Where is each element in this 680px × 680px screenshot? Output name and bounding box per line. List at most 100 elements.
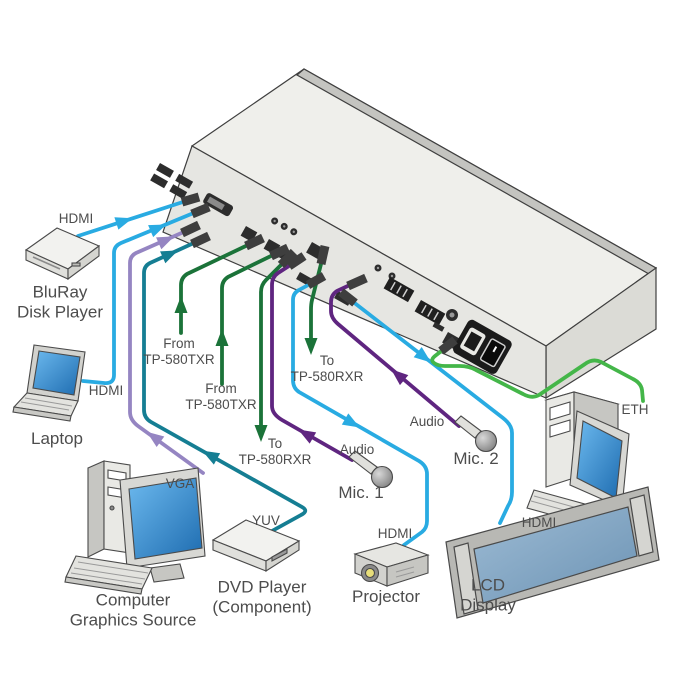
plug-from-txr-2 — [269, 243, 290, 261]
laptop-base-front — [12, 406, 72, 422]
plug-hdmi-lcd — [338, 288, 358, 307]
plug-to-rxr-1 — [316, 245, 330, 265]
arrow-audio-mic1 — [298, 429, 317, 444]
arrow-vga-2 — [156, 236, 175, 250]
projector-front-right — [386, 554, 429, 587]
to-tp580rxr-label-1: To TP-580RXR — [291, 353, 364, 385]
mic1-head — [370, 465, 394, 489]
bluray-disc-slot — [32, 256, 61, 270]
arrow-to-rxr-2 — [254, 425, 268, 442]
bluray-button — [71, 262, 81, 267]
lcd-label-line1: LCD — [470, 575, 505, 595]
plug-hdmi-bluray — [180, 192, 201, 207]
lcd-speaker-right — [629, 494, 654, 557]
arrow-to-rxr-1 — [304, 338, 318, 355]
cable-eth — [430, 347, 645, 403]
computer-monitor-graphic — [119, 467, 206, 583]
laptop-connection-label: HDMI — [88, 382, 124, 398]
computer-label: Computer Graphics Source — [70, 591, 197, 632]
arrow-hdmi-lcd — [413, 346, 432, 363]
arrow-yuv-1 — [202, 450, 221, 465]
cable-to-tp580rxr-2 — [259, 260, 286, 432]
from-tp580txr-2-line1: From — [205, 380, 237, 396]
plug-from-txr-1 — [244, 233, 265, 251]
cable-vga-computer — [128, 229, 205, 475]
to-tp580rxr-2-line1: To — [267, 435, 283, 451]
computer-graphic — [64, 460, 206, 595]
audio-jack-ports — [271, 217, 298, 236]
keyboard-front — [64, 576, 143, 595]
projector-lens-glass — [364, 567, 376, 579]
lcd-label-line2: Display — [460, 596, 516, 615]
mic1-label: Mic. 1 — [338, 482, 384, 502]
bluray-label-line2: Disk Player — [17, 303, 103, 322]
lcd-connection-label: HDMI — [521, 514, 557, 530]
lcd-speaker-left — [453, 542, 479, 615]
mic2-label: Mic. 2 — [453, 448, 499, 468]
switcher-graphic — [150, 68, 658, 400]
terminal-block-2 — [414, 300, 446, 326]
remote-tower-bay-2 — [549, 419, 571, 438]
from-tp580txr-label-2: From TP-580TXR — [185, 381, 256, 413]
cable-plugs — [180, 192, 458, 355]
computer-connection-label: VGA — [165, 475, 195, 491]
plug-hdmi-projector — [305, 272, 327, 289]
remote-tower-bay-1 — [549, 401, 571, 421]
cable-audio-mic2 — [329, 282, 461, 428]
arrow-from-txr-1 — [174, 296, 188, 313]
dvd-label-line2: (Component) — [212, 598, 312, 617]
tower-button — [109, 505, 115, 511]
cable-from-tp580txr-1 — [179, 242, 252, 335]
arrow-hdmi-bluray — [114, 217, 133, 230]
to-tp580rxr-label-2: To TP-580RXR — [239, 436, 312, 468]
from-tp580txr-1-line1: From — [163, 335, 195, 351]
terminal-block-1 — [383, 277, 415, 303]
from-tp580txr-2-line2: TP-580TXR — [185, 397, 257, 412]
projector-connection-label: HDMI — [377, 525, 413, 541]
projector-vents — [395, 566, 415, 578]
dvd-connection-label: YUV — [252, 512, 280, 528]
dvd-display — [271, 548, 288, 562]
laptop-graphic — [12, 344, 86, 422]
lcd-label: LCD Display — [460, 576, 516, 617]
mic2-head — [474, 429, 498, 453]
usb-port — [432, 322, 445, 332]
mic2-handle — [454, 415, 482, 439]
arrow-hdmi-laptop — [148, 224, 167, 238]
cable-arrows — [114, 217, 432, 465]
arrow-from-txr-2 — [215, 329, 229, 346]
projector-label: Projector — [351, 586, 421, 606]
from-tp580txr-1-line2: TP-580TXR — [143, 352, 215, 367]
plug-to-rxr-2 — [277, 248, 298, 269]
arrow-hdmi-projector — [341, 413, 360, 428]
cable-audio-mic1 — [270, 262, 354, 462]
mic2-connection-label: Audio — [409, 413, 445, 429]
plug-hdmi-laptop — [190, 202, 211, 219]
cable-from-tp580txr-2 — [220, 252, 277, 386]
lcd-screen — [473, 506, 638, 604]
projector-graphic — [353, 542, 430, 587]
arrow-audio-mic2 — [391, 369, 409, 386]
plug-yuv — [190, 231, 211, 249]
monitor-stand — [149, 563, 185, 583]
cable-yuv-dvd — [142, 240, 308, 533]
remote-monitor-graphic — [569, 410, 630, 509]
arrow-vga-1 — [146, 431, 165, 447]
laptop-keyboard-lines — [20, 397, 73, 411]
laptop-screen — [32, 350, 81, 396]
dvi-port — [203, 193, 234, 217]
to-tp580rxr-1-line2: TP-580RXR — [290, 369, 364, 384]
cable-hdmi-laptop — [81, 210, 198, 385]
power-inlet — [453, 319, 512, 374]
power-switch — [479, 338, 506, 368]
lcd-display-graphic — [445, 486, 660, 619]
bluray-player-graphic — [24, 227, 101, 281]
to-tp580rxr-2-line2: TP-580RXR — [238, 452, 312, 467]
cable-to-tp580rxr-1 — [309, 258, 324, 346]
mic1-connection-label: Audio — [339, 441, 375, 457]
mic2-graphic — [454, 415, 498, 453]
dvd-player-graphic — [211, 519, 301, 573]
remote-computer-graphic — [526, 391, 630, 528]
monitor-screen — [128, 477, 203, 560]
